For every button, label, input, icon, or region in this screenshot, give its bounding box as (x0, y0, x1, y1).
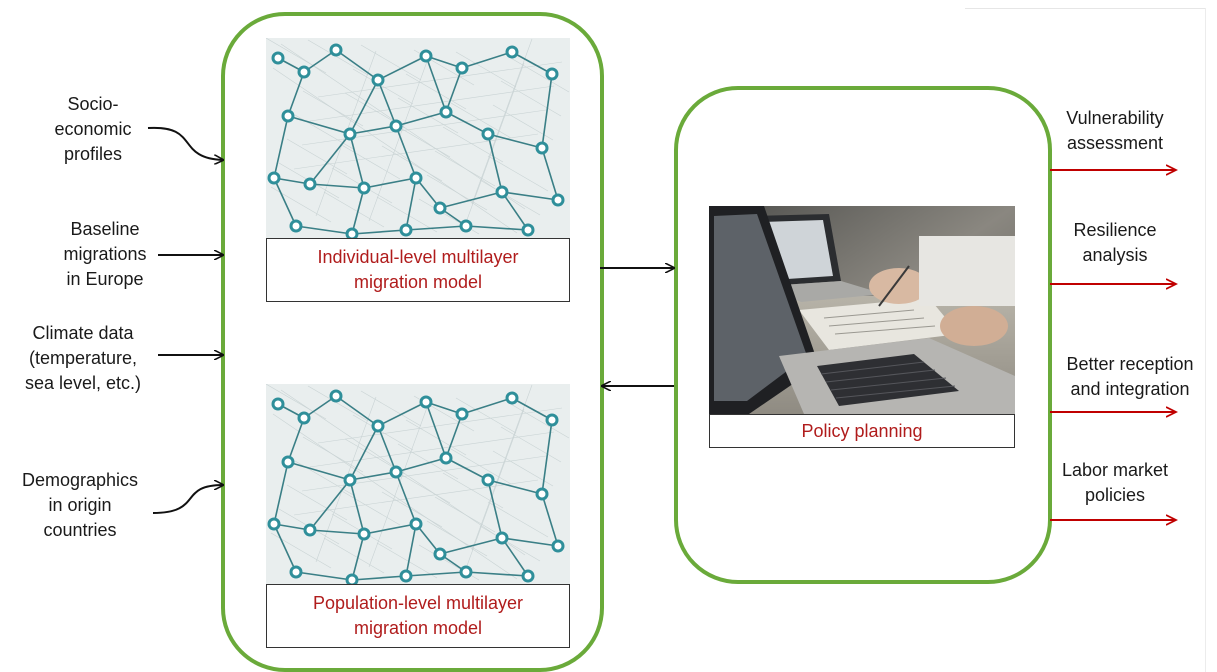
input-label-baseline: Baseline migrations in Europe (63, 219, 147, 289)
output-label-resilience: Resilience analysis (1073, 220, 1157, 265)
output-label-reception: Better reception and integration (1066, 354, 1194, 399)
network-icon (266, 38, 570, 238)
laptop-photo (709, 206, 1015, 414)
input-label-socio: Socio- economic profiles (54, 94, 132, 164)
output-label-vulnerability: Vulnerability assessment (1066, 108, 1164, 153)
input-label-climate: Climate data (temperature, sea level, et… (24, 323, 142, 393)
input-arrow-demographics (152, 485, 223, 514)
output-label-labor: Labor market policies (1061, 460, 1169, 505)
right-edge-line (1205, 8, 1206, 672)
models-panel (221, 12, 604, 672)
policy-panel (674, 86, 1052, 584)
model-caption-population: Population-level multilayer migration mo… (266, 584, 570, 648)
network-icon (266, 384, 570, 584)
input-label-demographics: Demographics in origin countries (21, 470, 139, 540)
input-arrow-socio (147, 126, 223, 160)
top-edge-line (965, 0, 1205, 9)
policy-caption: Policy planning (709, 414, 1015, 448)
model-caption-individual: Individual-level multilayer migration mo… (266, 238, 570, 302)
